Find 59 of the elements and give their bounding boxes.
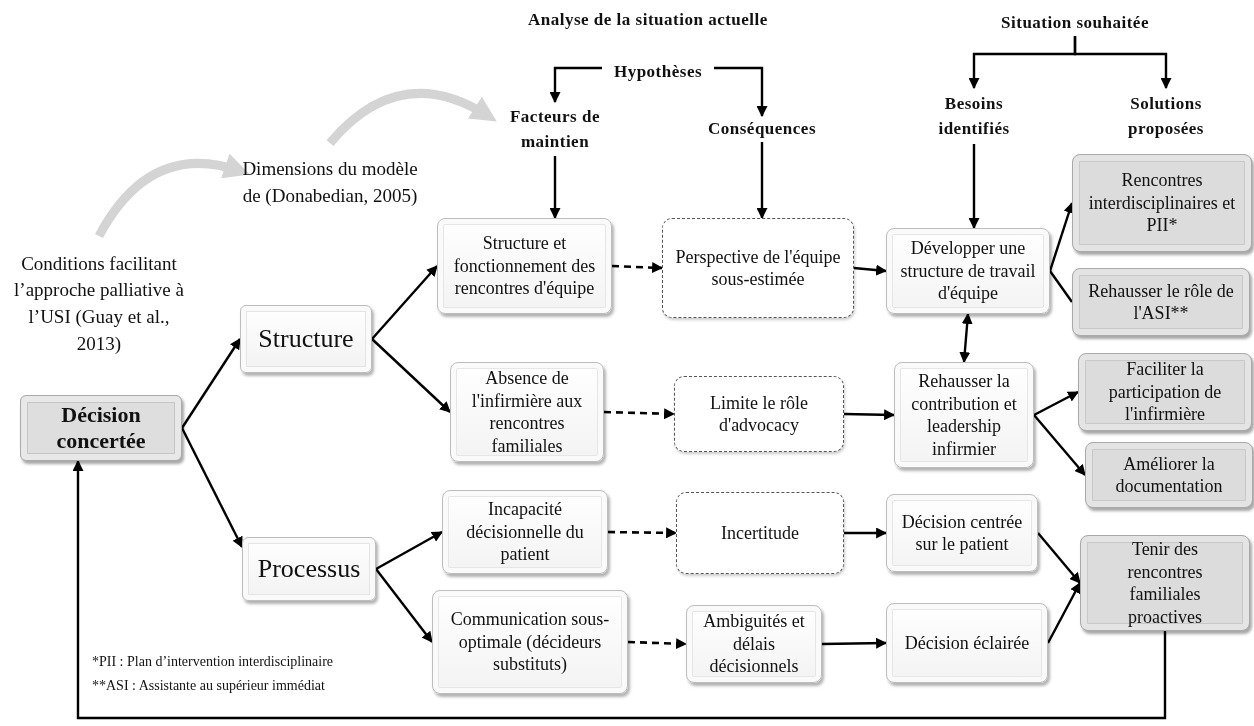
column-heading: Solutions proposées [1100,88,1232,144]
arrow [371,265,438,340]
caption-text: Dimensions du modèle de (Donabedian, 2005) [240,143,420,223]
arrow [603,408,676,420]
process-box: Communication sous-optimale (décideurs substituts) [432,590,628,694]
arrow [1073,36,1172,90]
process-box: Décision éclairée [886,603,1048,683]
arrow [1033,390,1079,417]
solution-box: Faciliter la participation de l'infirmière [1078,353,1252,431]
arrow [375,530,443,571]
arrow [959,312,973,364]
dimension-box: Processus [242,537,376,601]
arrow [844,527,888,539]
arrow [843,409,896,421]
footnote: **ASI : Assistante au supérieur immédiat [92,678,325,694]
arrow [756,142,768,220]
column-heading: Besoins identifiés [915,88,1033,144]
dashed-box: Incertitude [676,492,844,574]
curved-arrow [95,154,250,239]
process-box: Développer une structure de travail d'équipe [886,228,1050,314]
process-box: Structure et fonctionnement des rencontres d'équipe [437,218,612,314]
solution-box: Rencontres interdisciplinaires et PII* [1072,154,1252,252]
arrow [968,144,980,230]
column-heading: Conséquences [682,116,842,142]
dashed-box: Limite le rôle d'advocacy [674,376,844,452]
solution-box: Rehausser le rôle de l'ASI** [1072,268,1250,336]
column-heading: Situation souhaitée [975,10,1175,36]
arrow [627,638,688,650]
arrow [180,427,244,548]
arrow [853,264,888,276]
arrow [181,338,241,429]
arrow [549,156,561,220]
arrow [821,637,888,649]
solution-box: Tenir des rencontres familiales proactives [1080,535,1250,631]
process-box: Incapacité décisionnelle du patient [442,490,608,574]
dashed-box: Perspective de l'équipe sous-estimée [662,218,854,318]
process-box: Ambiguités et délais décisionnels [686,605,822,683]
process-box: Absence de l'infirmière aux rencontres familiales [450,362,604,462]
arrow [608,527,678,539]
arrow [1033,414,1086,476]
dimension-box: Structure [240,305,372,373]
column-heading: Facteurs de maintien [488,102,622,156]
arrow [371,338,451,413]
decision-box: Décision concertée [20,395,182,461]
process-box: Rehausser la contribution et leadership infirmier [894,362,1034,468]
curved-arrow [326,89,497,147]
arrow [375,568,433,643]
arrow [714,66,768,118]
column-heading: Hypothèses [602,60,714,84]
process-box: Décision centrée sur le patient [886,494,1038,572]
section-heading: Analyse de la situation actuelle [528,10,768,30]
arrow [549,66,602,104]
arrow [72,459,1167,720]
footnote: *PII : Plan d’intervention interdisciplinaire [92,654,334,670]
arrow [611,262,664,274]
caption-text: Conditions facilitant l’approche palliative à l’USI (Guay et al., 2013) [14,236,184,372]
arrow [1046,582,1082,644]
arrow [1037,532,1081,584]
solution-box: Améliorer la documentation [1085,442,1253,508]
